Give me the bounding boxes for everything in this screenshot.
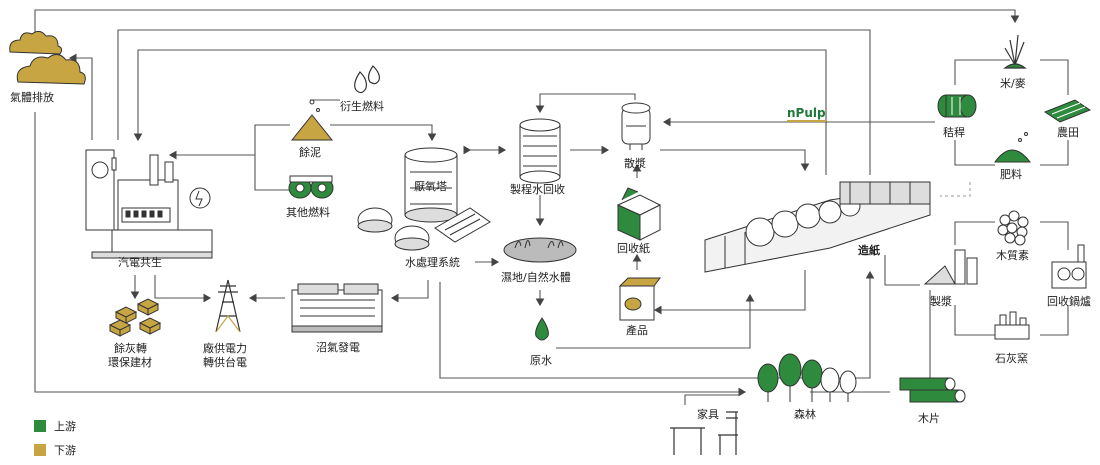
sludge-pile-icon (290, 99, 334, 141)
label-biogas-power: 沼氣發電 (316, 341, 360, 354)
recycled-paper-box-icon (616, 187, 662, 241)
label-raw-water: 原水 (530, 354, 552, 367)
label-sludge: 餘泥 (299, 146, 321, 159)
wood-logs-icon (899, 377, 966, 403)
pulp-making-icon (923, 249, 978, 285)
legend-downstream-swatch (34, 444, 46, 456)
label-power-line2: 轉供台電 (203, 356, 247, 369)
label-lignin: 木質素 (996, 249, 1029, 262)
cogeneration-plant-icon (85, 149, 213, 259)
legend-upstream-swatch (34, 420, 46, 432)
label-power-line1: 廠供電力 (203, 342, 247, 355)
ash-brick-icon (108, 298, 162, 337)
label-other-fuel: 其他燃料 (286, 206, 330, 219)
furniture-icon (670, 411, 738, 455)
anaerobic-tower-icon (404, 147, 458, 223)
power-tower-icon (215, 279, 241, 333)
label-pulp-making: 製漿 (930, 295, 952, 308)
recovery-boiler-icon (1051, 244, 1087, 289)
straw-roll-icon (937, 94, 977, 118)
lime-kiln-icon (994, 311, 1030, 340)
label-emission: 氣體排放 (10, 91, 54, 104)
dashed-connector (940, 182, 971, 197)
wetland-icon (503, 237, 577, 263)
farmland-icon (1043, 99, 1092, 123)
label-anaerobic-tower: 厭氧塔 (414, 180, 447, 193)
label-furniture: 家具 (697, 408, 719, 421)
label-straw: 秸稈 (943, 126, 965, 139)
flow-lines (34, 9, 1069, 405)
water-treatment-tanks-icon (357, 207, 491, 251)
lignin-icon (997, 210, 1029, 246)
other-fuel-rolls-icon (288, 175, 334, 199)
label-recovery-boiler: 回收鍋爐 (1047, 295, 1091, 308)
emission-cloud-icon (9, 30, 86, 85)
label-papermaking: 造紙 (858, 244, 880, 257)
label-lime-kiln: 石灰窯 (995, 352, 1028, 365)
rice-wheat-icon (1003, 34, 1027, 69)
legend-upstream: 上游 (34, 418, 76, 434)
label-rice-wheat: 米/麥 (1000, 77, 1026, 90)
legend-downstream: 下游 (34, 442, 76, 458)
label-pulping: 散漿 (624, 157, 646, 170)
label-ash-brick-line2: 環保建材 (108, 356, 152, 369)
label-farmland: 農田 (1057, 126, 1079, 139)
biogas-generator-icon (291, 283, 383, 333)
label-fertilizer: 肥料 (1000, 168, 1022, 181)
pulping-tank-icon (621, 102, 651, 150)
label-forest: 森林 (794, 408, 816, 421)
label-process-water: 製程水回收 (510, 183, 565, 196)
label-recycled-paper: 回收紙 (617, 242, 650, 255)
label-derived-fuel: 衍生燃料 (340, 100, 384, 113)
npulp-brand-logo: nPulp (787, 106, 826, 122)
label-wetland: 濕地/自然水體 (501, 271, 571, 284)
label-wood-chips: 木片 (918, 412, 940, 425)
product-icon (618, 277, 661, 321)
label-water-treatment: 水處理系統 (405, 256, 460, 269)
raw-water-drop-icon (535, 317, 549, 341)
legend-upstream-label: 上游 (54, 420, 76, 433)
legend-downstream-label: 下游 (54, 444, 76, 457)
forest-icon (757, 353, 857, 402)
fertilizer-pile-icon (994, 132, 1032, 163)
label-cogeneration: 汽電共生 (118, 256, 162, 269)
process-water-tank-icon (519, 118, 561, 184)
paper-machine-icon (704, 181, 931, 273)
label-product: 產品 (626, 324, 648, 337)
derived-fuel-drops-icon (354, 65, 380, 94)
label-ash-brick-line1: 餘灰轉 (114, 342, 147, 355)
